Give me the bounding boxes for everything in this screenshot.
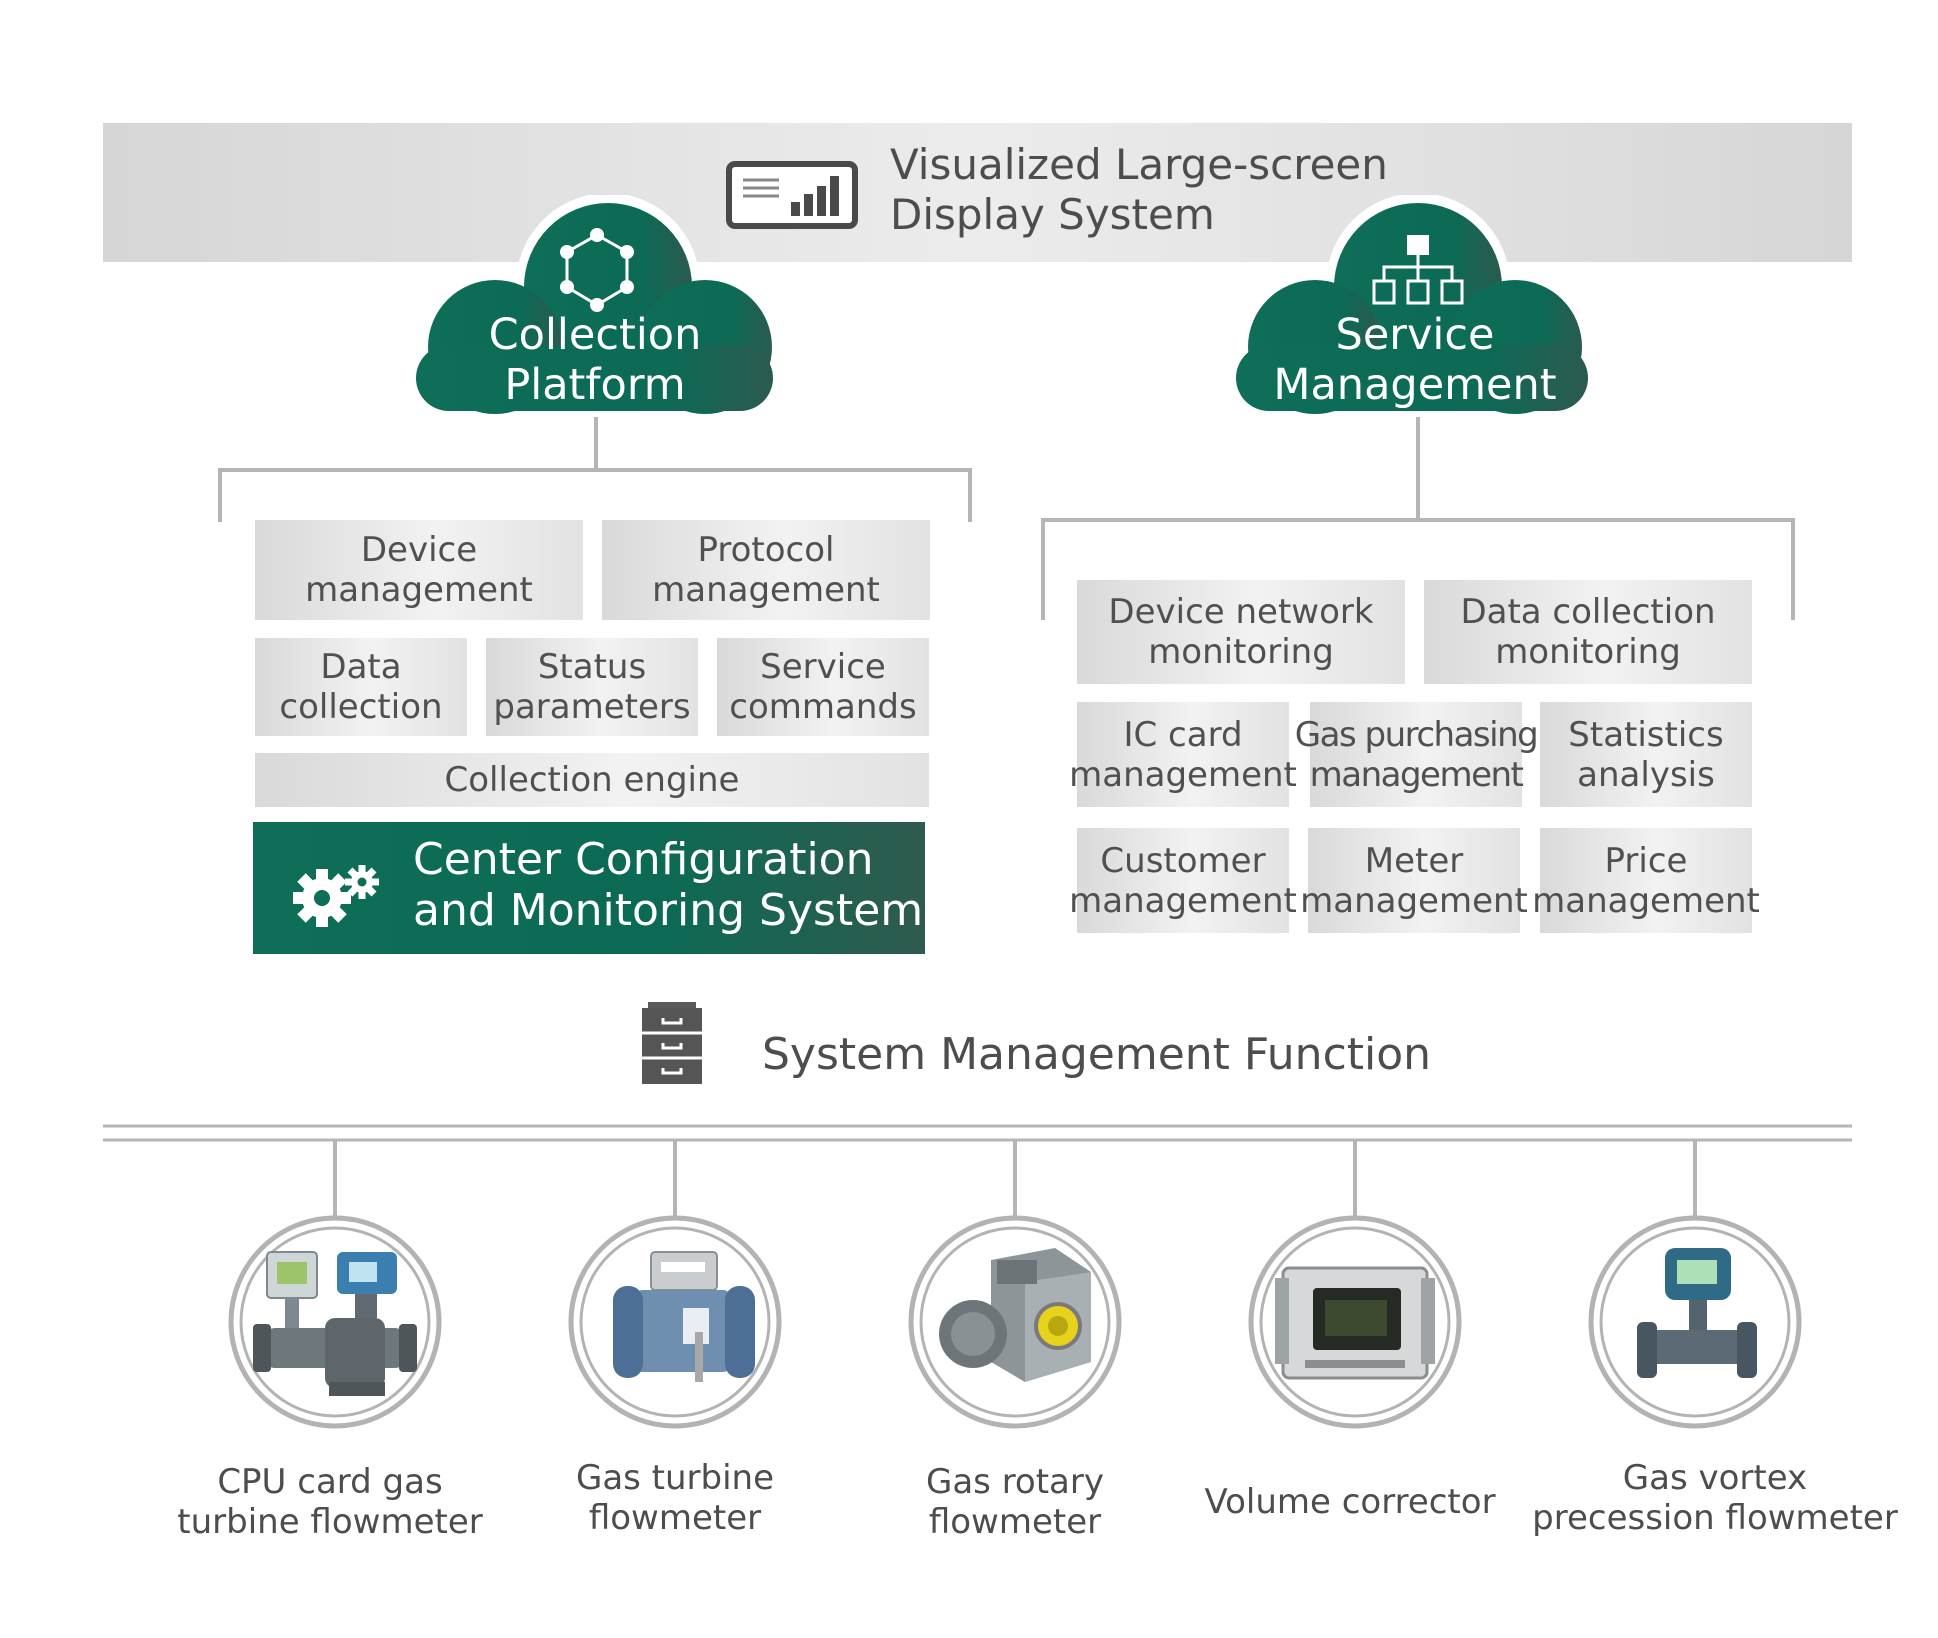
module-label-line: Statistics [1568, 714, 1724, 755]
module-label-line: management [1532, 880, 1760, 921]
center-configuration-title-line: Center Configuration [413, 834, 874, 885]
device-label-gas-turbine-flowmeter: Gas turbine flowmeter [505, 1458, 845, 1538]
volume-corrector-image [1248, 1215, 1462, 1429]
statistics-analysis-module: Statistics analysis [1540, 702, 1752, 807]
module-label-line: Status [537, 647, 647, 687]
network-hexagon-icon [560, 228, 634, 312]
gas-rotary-flowmeter-image [908, 1215, 1122, 1429]
device-label-line: flowmeter [588, 1498, 762, 1538]
device-label-gas-rotary-flowmeter: Gas rotary flowmeter [845, 1462, 1185, 1542]
device-label-line: Gas vortex [1622, 1458, 1808, 1498]
module-label-line: monitoring [1148, 632, 1334, 672]
device-label-line: Gas rotary [925, 1462, 1104, 1502]
module-label-line: commands [729, 687, 917, 727]
device-management-module: Device management [255, 520, 583, 620]
module-label-line: Device [360, 530, 478, 570]
device-label-vortex-flowmeter: Gas vortex precession flowmeter [1525, 1458, 1905, 1538]
service-management-label-line: Management [1273, 360, 1557, 410]
device-label-line: Volume corrector [1204, 1482, 1496, 1522]
device-label-line: turbine flowmeter [177, 1502, 483, 1542]
device-label-volume-corrector: Volume corrector [1180, 1482, 1520, 1522]
collection-platform-cloud [415, 195, 780, 420]
cpu-card-flowmeter-image [228, 1215, 442, 1429]
collection-platform-label: Collection Platform [455, 310, 735, 410]
file-cabinet-icon [642, 1002, 702, 1084]
meter-management-module: Meter management [1300, 828, 1528, 933]
display-system-title-line: Display System [890, 190, 1215, 239]
module-label: Collection engine [444, 760, 740, 800]
module-label-line: management [652, 570, 880, 610]
service-management-cloud [1235, 195, 1595, 420]
gears-icon [293, 865, 379, 927]
collection-platform-label-line: Collection [488, 310, 702, 360]
data-collection-monitoring-module: Data collection monitoring [1424, 580, 1752, 684]
display-system-title: Visualized Large-screen Display System [890, 140, 1388, 240]
device-label-line: flowmeter [928, 1502, 1102, 1542]
display-system-banner [103, 123, 1852, 262]
module-label-line: Protocol [697, 530, 835, 570]
device-network-monitoring-module: Device network monitoring [1077, 580, 1405, 684]
protocol-management-module: Protocol management [602, 520, 930, 620]
gas-purchasing-management-module: Gas purchasing management [1295, 702, 1539, 807]
service-management-label-line: Service [1335, 310, 1495, 360]
service-management-label: Service Management [1260, 310, 1570, 410]
device-label-line: CPU card gas [217, 1462, 443, 1502]
collection-engine-module: Collection engine [255, 753, 929, 807]
module-label-line: Gas purchasing [1294, 714, 1539, 755]
org-chart-icon [1372, 235, 1464, 305]
device-label-cpu-card-flowmeter: CPU card gas turbine flowmeter [160, 1462, 500, 1542]
system-management-title: System Management Function [762, 1029, 1432, 1080]
service-commands-module: Service commands [717, 638, 929, 736]
module-label-line: Customer [1100, 840, 1266, 881]
module-label-line: analysis [1577, 754, 1715, 795]
module-label-line: IC card [1123, 714, 1243, 755]
module-label-line: Meter [1364, 840, 1464, 881]
module-label-line: management [1069, 754, 1297, 795]
customer-management-module: Customer management [1069, 828, 1297, 933]
module-label-line: management [305, 570, 533, 610]
center-configuration-title: Center Configuration and Monitoring Syst… [413, 834, 923, 936]
module-label-line: management [1309, 754, 1524, 795]
module-label-line: Service [760, 647, 886, 687]
vortex-flowmeter-image [1588, 1215, 1802, 1429]
monitor-chart-icon [726, 161, 858, 229]
device-label-line: Gas turbine [575, 1458, 775, 1498]
price-management-module: Price management [1532, 828, 1760, 933]
display-system-title-line: Visualized Large-screen [890, 140, 1388, 189]
module-label-line: monitoring [1495, 632, 1681, 672]
module-label-line: management [1069, 880, 1297, 921]
module-label-line: Price [1604, 840, 1688, 881]
module-label-line: Device network [1108, 592, 1374, 632]
module-label-line: parameters [493, 687, 691, 727]
device-label-line: precession flowmeter [1532, 1498, 1898, 1538]
status-parameters-module: Status parameters [486, 638, 698, 736]
module-label-line: Data [320, 647, 402, 687]
module-label-line: management [1300, 880, 1528, 921]
data-collection-module: Data collection [255, 638, 467, 736]
center-configuration-title-line: and Monitoring System [413, 885, 924, 936]
ic-card-management-module: IC card management [1069, 702, 1297, 807]
collection-platform-label-line: Platform [504, 360, 686, 410]
module-label-line: Data collection [1460, 592, 1716, 632]
gas-turbine-flowmeter-image [568, 1215, 782, 1429]
module-label-line: collection [279, 687, 443, 727]
